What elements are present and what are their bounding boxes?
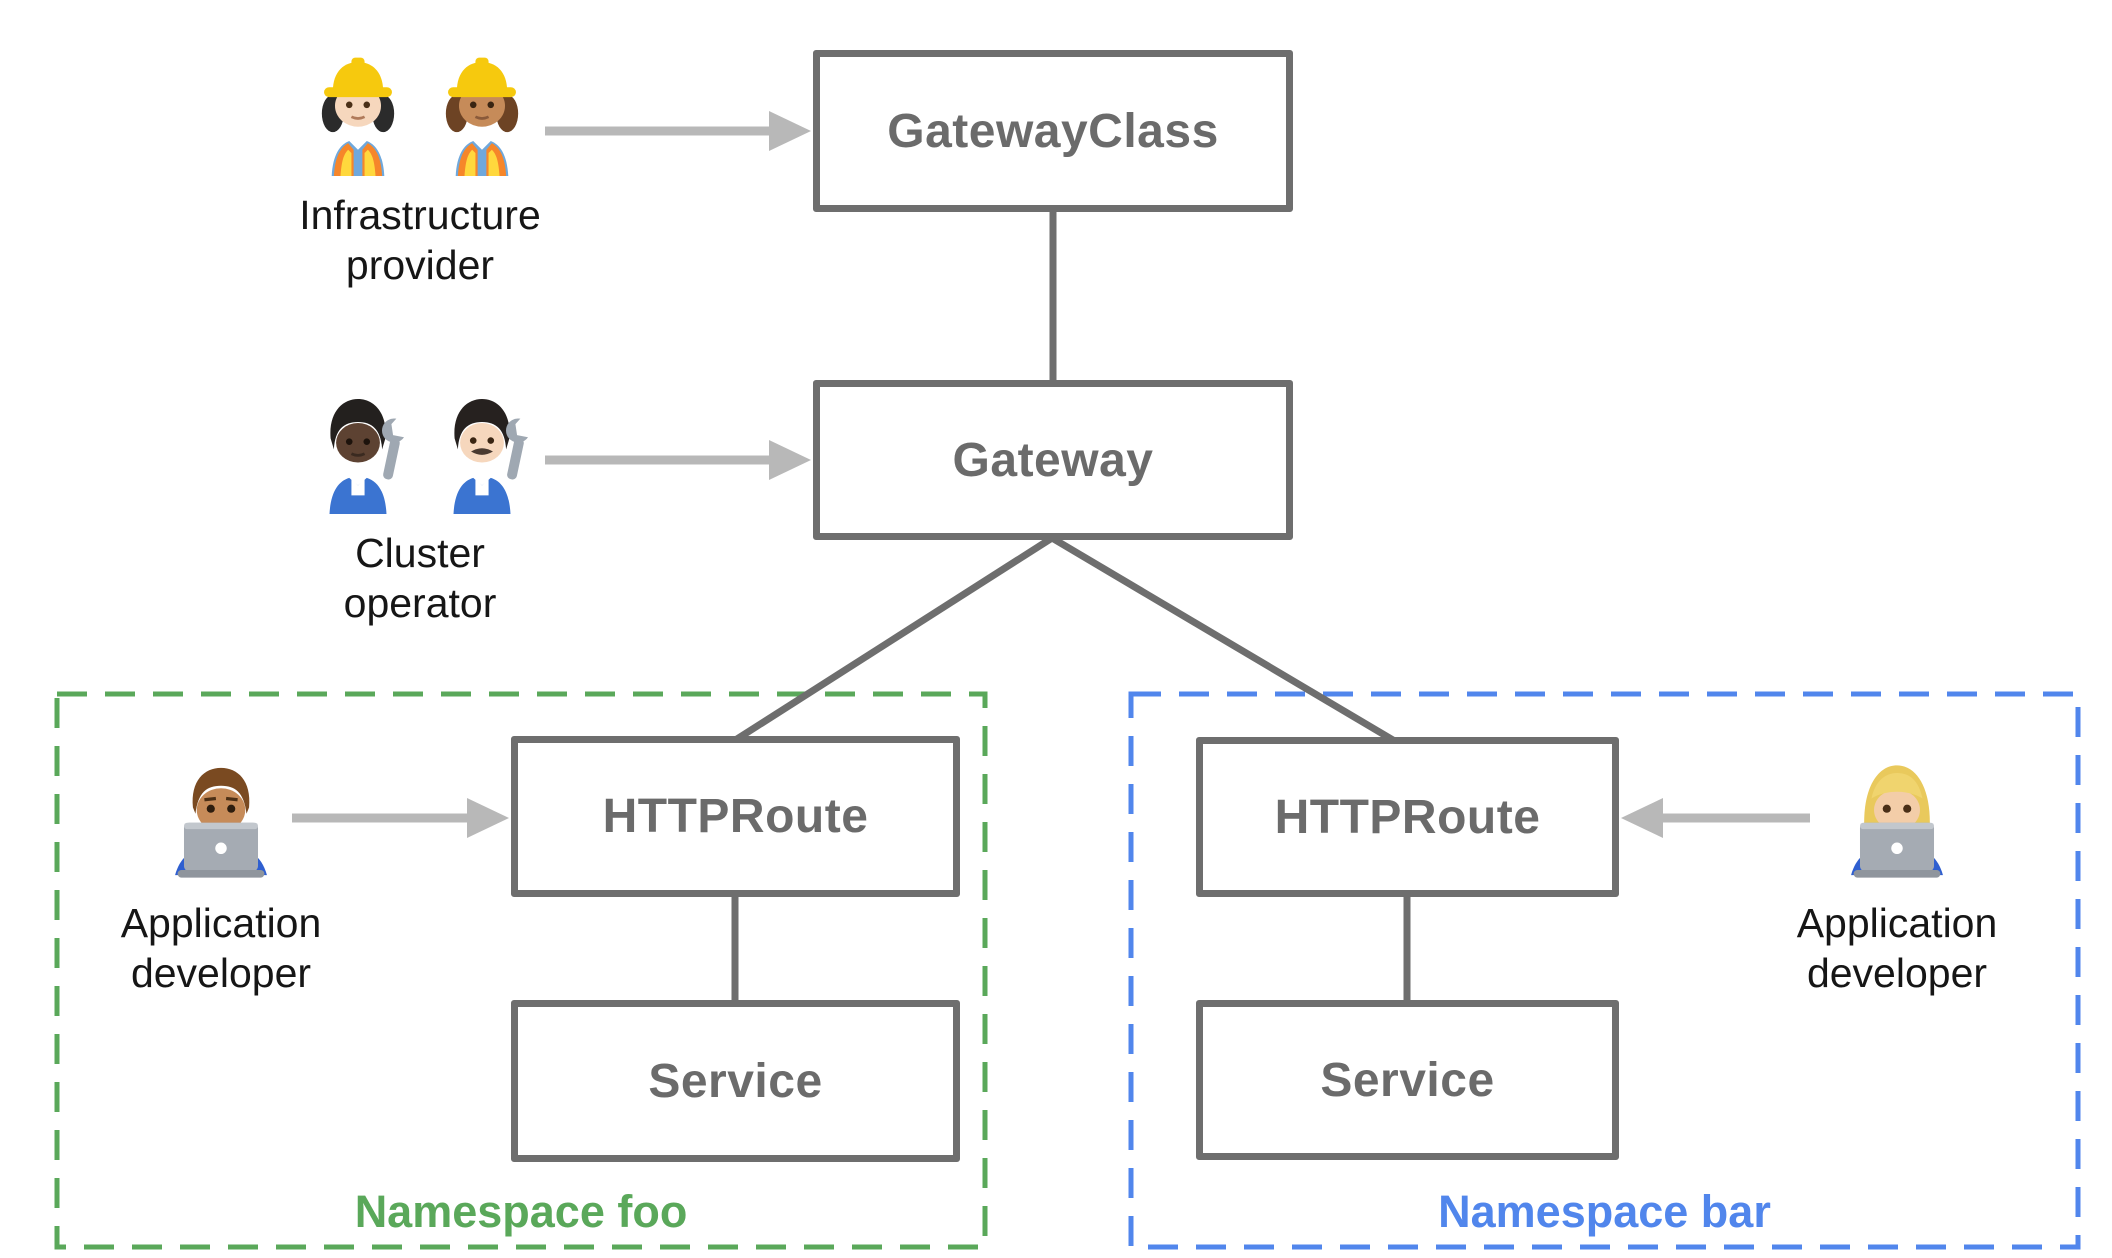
node-httproute-foo: HTTPRoute [511, 736, 960, 897]
node-service-bar-label: Service [1320, 1053, 1495, 1107]
mechanic-dark-icon [329, 398, 405, 514]
namespace-foo-label: Namespace foo [354, 1186, 688, 1237]
node-gateway: Gateway [813, 380, 1293, 540]
edge-gateway-httproute-foo [735, 535, 1054, 742]
arrow-cluster-operator-to-gateway [545, 440, 811, 480]
arrow-appdev-to-httproute-foo [292, 798, 509, 838]
persona-cluster-operator: Cluster operator [250, 388, 590, 628]
namespace-bar-label: Namespace bar [1438, 1186, 1771, 1237]
namespace-bar-outline [1128, 691, 2081, 1250]
node-gateway-label: Gateway [952, 433, 1154, 487]
infrastructure-provider-icons [303, 50, 537, 176]
infrastructure-provider-label: Infrastructure provider [299, 192, 541, 289]
woman-construction-worker-light-icon [321, 57, 395, 176]
woman-technologist-icon [1851, 765, 1943, 878]
node-gatewayclass-label: GatewayClass [887, 104, 1219, 158]
namespace-foo-outline [54, 691, 988, 1250]
edge-gateway-httproute-bar [1050, 534, 1395, 744]
node-httproute-bar: HTTPRoute [1196, 737, 1619, 897]
application-developer-bar-icons [1833, 750, 1961, 884]
node-service-foo: Service [511, 1000, 960, 1162]
persona-infrastructure-provider: Infrastructure provider [250, 50, 590, 290]
application-developer-bar-label: Application developer [1796, 900, 1998, 997]
cluster-operator-label: Cluster operator [343, 530, 497, 627]
application-developer-foo-label: Application developer [120, 900, 322, 997]
persona-application-developer-bar: Application developer [1732, 750, 2062, 998]
node-service-bar: Service [1196, 1000, 1619, 1160]
node-service-foo-label: Service [648, 1054, 823, 1108]
application-developer-foo-icons [157, 750, 285, 884]
persona-application-developer-foo: Application developer [56, 750, 386, 998]
node-gatewayclass: GatewayClass [813, 50, 1293, 212]
man-mechanic-light-icon [453, 398, 529, 514]
man-technologist-icon [175, 767, 267, 878]
node-httproute-foo-label: HTTPRoute [602, 790, 869, 843]
woman-construction-worker-medium-icon [445, 57, 519, 176]
cluster-operator-icons [303, 388, 537, 514]
arrow-infrastructure-provider-to-gatewayclass [545, 111, 811, 151]
node-httproute-bar-label: HTTPRoute [1274, 790, 1541, 844]
arrow-appdev-to-httproute-bar [1621, 798, 1810, 838]
